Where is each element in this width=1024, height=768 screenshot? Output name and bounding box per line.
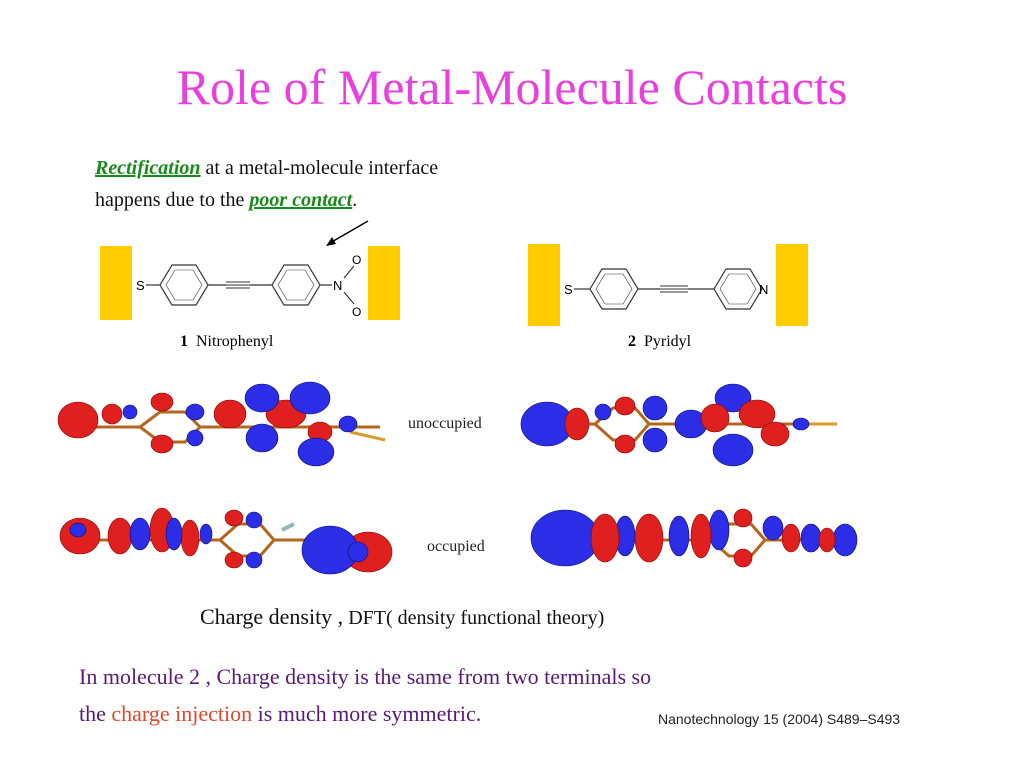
caption-main: Charge density ,	[200, 604, 344, 629]
conclusion-text: In molecule 2 , Charge density is the sa…	[79, 658, 651, 732]
pyridyl-n-label: N	[759, 282, 768, 297]
poor-contact-term: poor contact	[249, 189, 353, 211]
intro-line-1-rest: at a metal-molecule interface	[200, 157, 439, 179]
thiol-label: S	[564, 282, 573, 297]
intro-line-2-end: .	[352, 189, 358, 211]
row-label-occupied: occupied	[427, 538, 485, 555]
pyridine-ring	[713, 268, 763, 310]
benzene-ring-1	[159, 264, 209, 306]
benzene-ring	[589, 268, 639, 310]
right-electrode	[368, 246, 400, 320]
thiol-label: S	[136, 278, 145, 293]
right-electrode	[776, 244, 808, 326]
conclusion-line-2-end: is much more symmetric.	[252, 701, 482, 726]
conclusion-line-2-start: the	[79, 701, 112, 726]
left-electrode	[100, 246, 132, 320]
pointer-arrow-icon	[326, 220, 369, 246]
intro-text: Rectification at a metal-molecule interf…	[95, 152, 438, 216]
intro-line-2: happens due to the poor contact.	[95, 184, 438, 216]
nitro-n-label: N	[333, 278, 342, 293]
citation-reference: Nanotechnology 15 (2004) S489–S493	[658, 711, 901, 727]
benzene-ring-2	[271, 264, 321, 306]
intro-line-1: Rectification at a metal-molecule interf…	[95, 152, 438, 184]
rectification-term: Rectification	[95, 157, 201, 179]
slide-title: Role of Metal-Molecule Contacts	[176, 59, 848, 115]
density-plot-1-unoccupied	[57, 381, 386, 467]
caption-detail: DFT( density functional theory)	[343, 607, 605, 629]
density-plot-2-occupied	[530, 508, 858, 568]
density-plot-2-unoccupied	[520, 383, 837, 467]
conclusion-line-2: the charge injection is much more symmet…	[79, 695, 651, 732]
density-plot-1-occupied	[59, 507, 393, 575]
nitro-o-label-top: O	[352, 253, 361, 267]
intro-line-2-start: happens due to the	[95, 189, 250, 211]
left-electrode	[528, 244, 560, 326]
figure-caption: Charge density , DFT( density functional…	[200, 604, 604, 630]
row-label-unoccupied: unoccupied	[408, 415, 482, 432]
charge-injection-term: charge injection	[111, 701, 253, 726]
nitro-o-label-bottom: O	[352, 305, 361, 319]
conclusion-line-1: In molecule 2 , Charge density is the sa…	[79, 664, 652, 689]
